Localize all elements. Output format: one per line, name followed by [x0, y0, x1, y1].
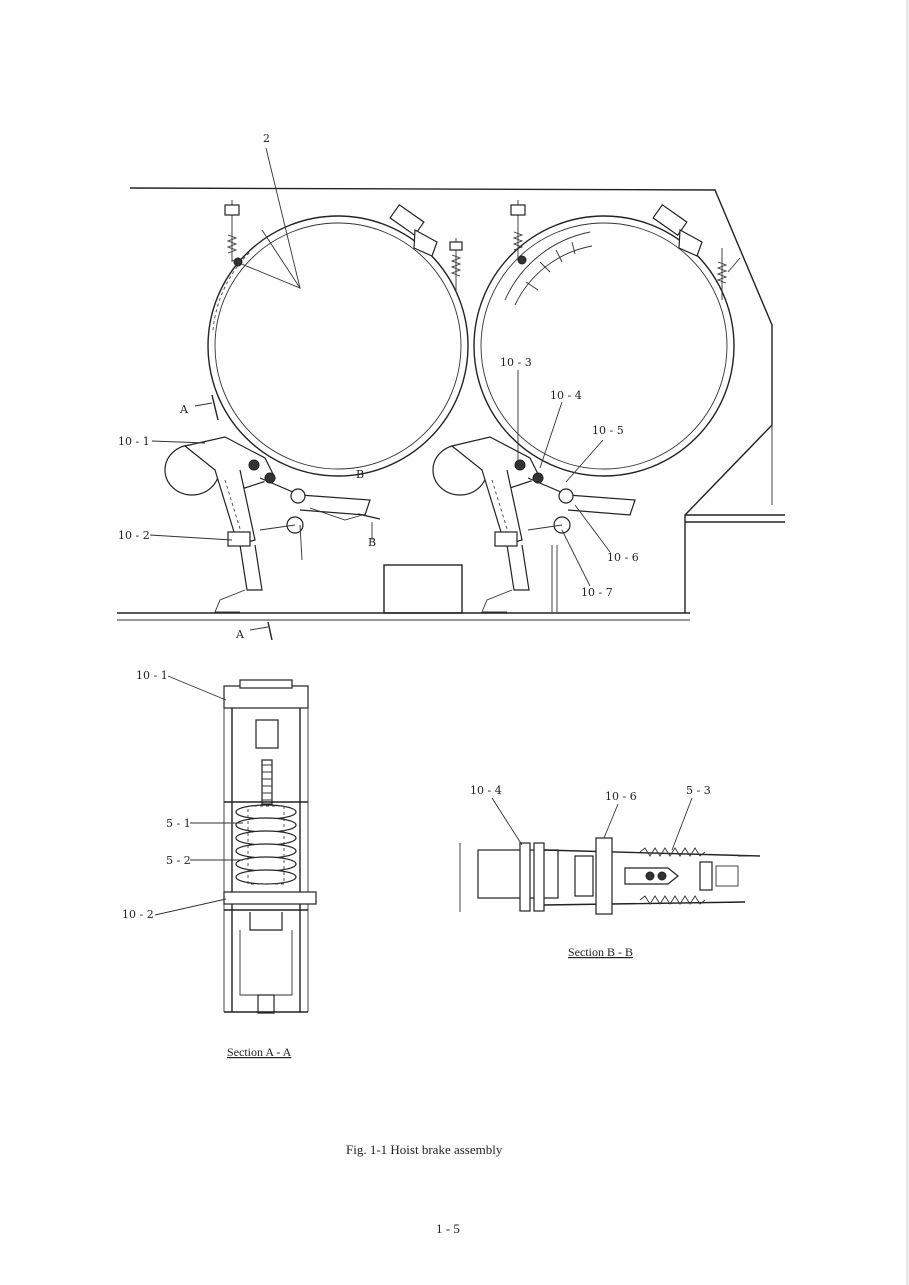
section-a-bottom-marker — [249, 621, 273, 641]
label-a-10-2: 10 - 2 — [122, 908, 154, 921]
page-number: 1 - 5 — [436, 1221, 460, 1236]
left-brake-drum — [207, 215, 469, 477]
section-b-title: Section B - B — [568, 945, 633, 959]
label-10-1: 10 - 1 — [118, 435, 150, 448]
label-10-6: 10 - 6 — [607, 551, 639, 564]
label-b-5-3: 5 - 3 — [686, 784, 711, 797]
section-b-spring-top — [639, 847, 706, 857]
label-10-3: 10 - 3 — [500, 356, 532, 369]
figure-caption: Fig. 1-1 Hoist brake assembly — [346, 1142, 503, 1157]
label-section-a-top: A — [179, 403, 189, 416]
leader-10-1 — [151, 440, 206, 444]
right-brake-drum — [473, 215, 735, 477]
label-a-5-2: 5 - 2 — [166, 854, 191, 867]
section-b-marker — [357, 513, 381, 540]
main-view: 2 10 - 1 10 - 2 10 - 3 10 - 4 10 - 5 10 … — [117, 132, 785, 641]
page-edge — [906, 0, 909, 1285]
leader-10-2 — [149, 534, 233, 541]
left-brake-linkage — [164, 436, 371, 613]
label-a-10-1: 10 - 1 — [136, 669, 168, 682]
frame-outline — [129, 187, 773, 613]
right-top-spring — [510, 200, 527, 265]
leader-10-4 — [539, 401, 563, 469]
label-10-4: 10 - 4 — [550, 389, 582, 402]
label-section-a-bottom: A — [235, 628, 245, 641]
section-a-view: 10 - 1 5 - 1 5 - 2 10 - 2 Section A - A — [122, 669, 317, 1059]
label-a-5-1: 5 - 1 — [166, 817, 191, 830]
leader-10-5 — [565, 439, 604, 483]
leader-10-7 — [561, 529, 591, 587]
section-a-title: Section A - A — [227, 1045, 292, 1059]
section-a-top-marker — [194, 394, 219, 421]
right-brake-linkage — [432, 436, 636, 613]
section-b-spring-bottom — [639, 895, 706, 905]
label-section-b-lower: B — [356, 468, 364, 481]
leader-10-6 — [574, 504, 611, 553]
label-2: 2 — [263, 132, 270, 145]
right-top-actuator — [652, 204, 741, 300]
label-section-b: B — [368, 536, 376, 549]
label-10-7: 10 - 7 — [581, 586, 613, 599]
label-b-10-4: 10 - 4 — [470, 784, 502, 797]
left-top-actuator — [389, 204, 463, 292]
section-b-view: 10 - 4 10 - 6 5 - 3 Section B - B — [459, 784, 761, 959]
label-10-2: 10 - 2 — [118, 529, 150, 542]
floor-box — [383, 564, 463, 614]
label-b-10-6: 10 - 6 — [605, 790, 637, 803]
leader-2 — [265, 147, 301, 289]
section-a-spring — [235, 804, 297, 885]
label-10-5: 10 - 5 — [592, 424, 624, 437]
left-top-spring — [224, 200, 243, 267]
